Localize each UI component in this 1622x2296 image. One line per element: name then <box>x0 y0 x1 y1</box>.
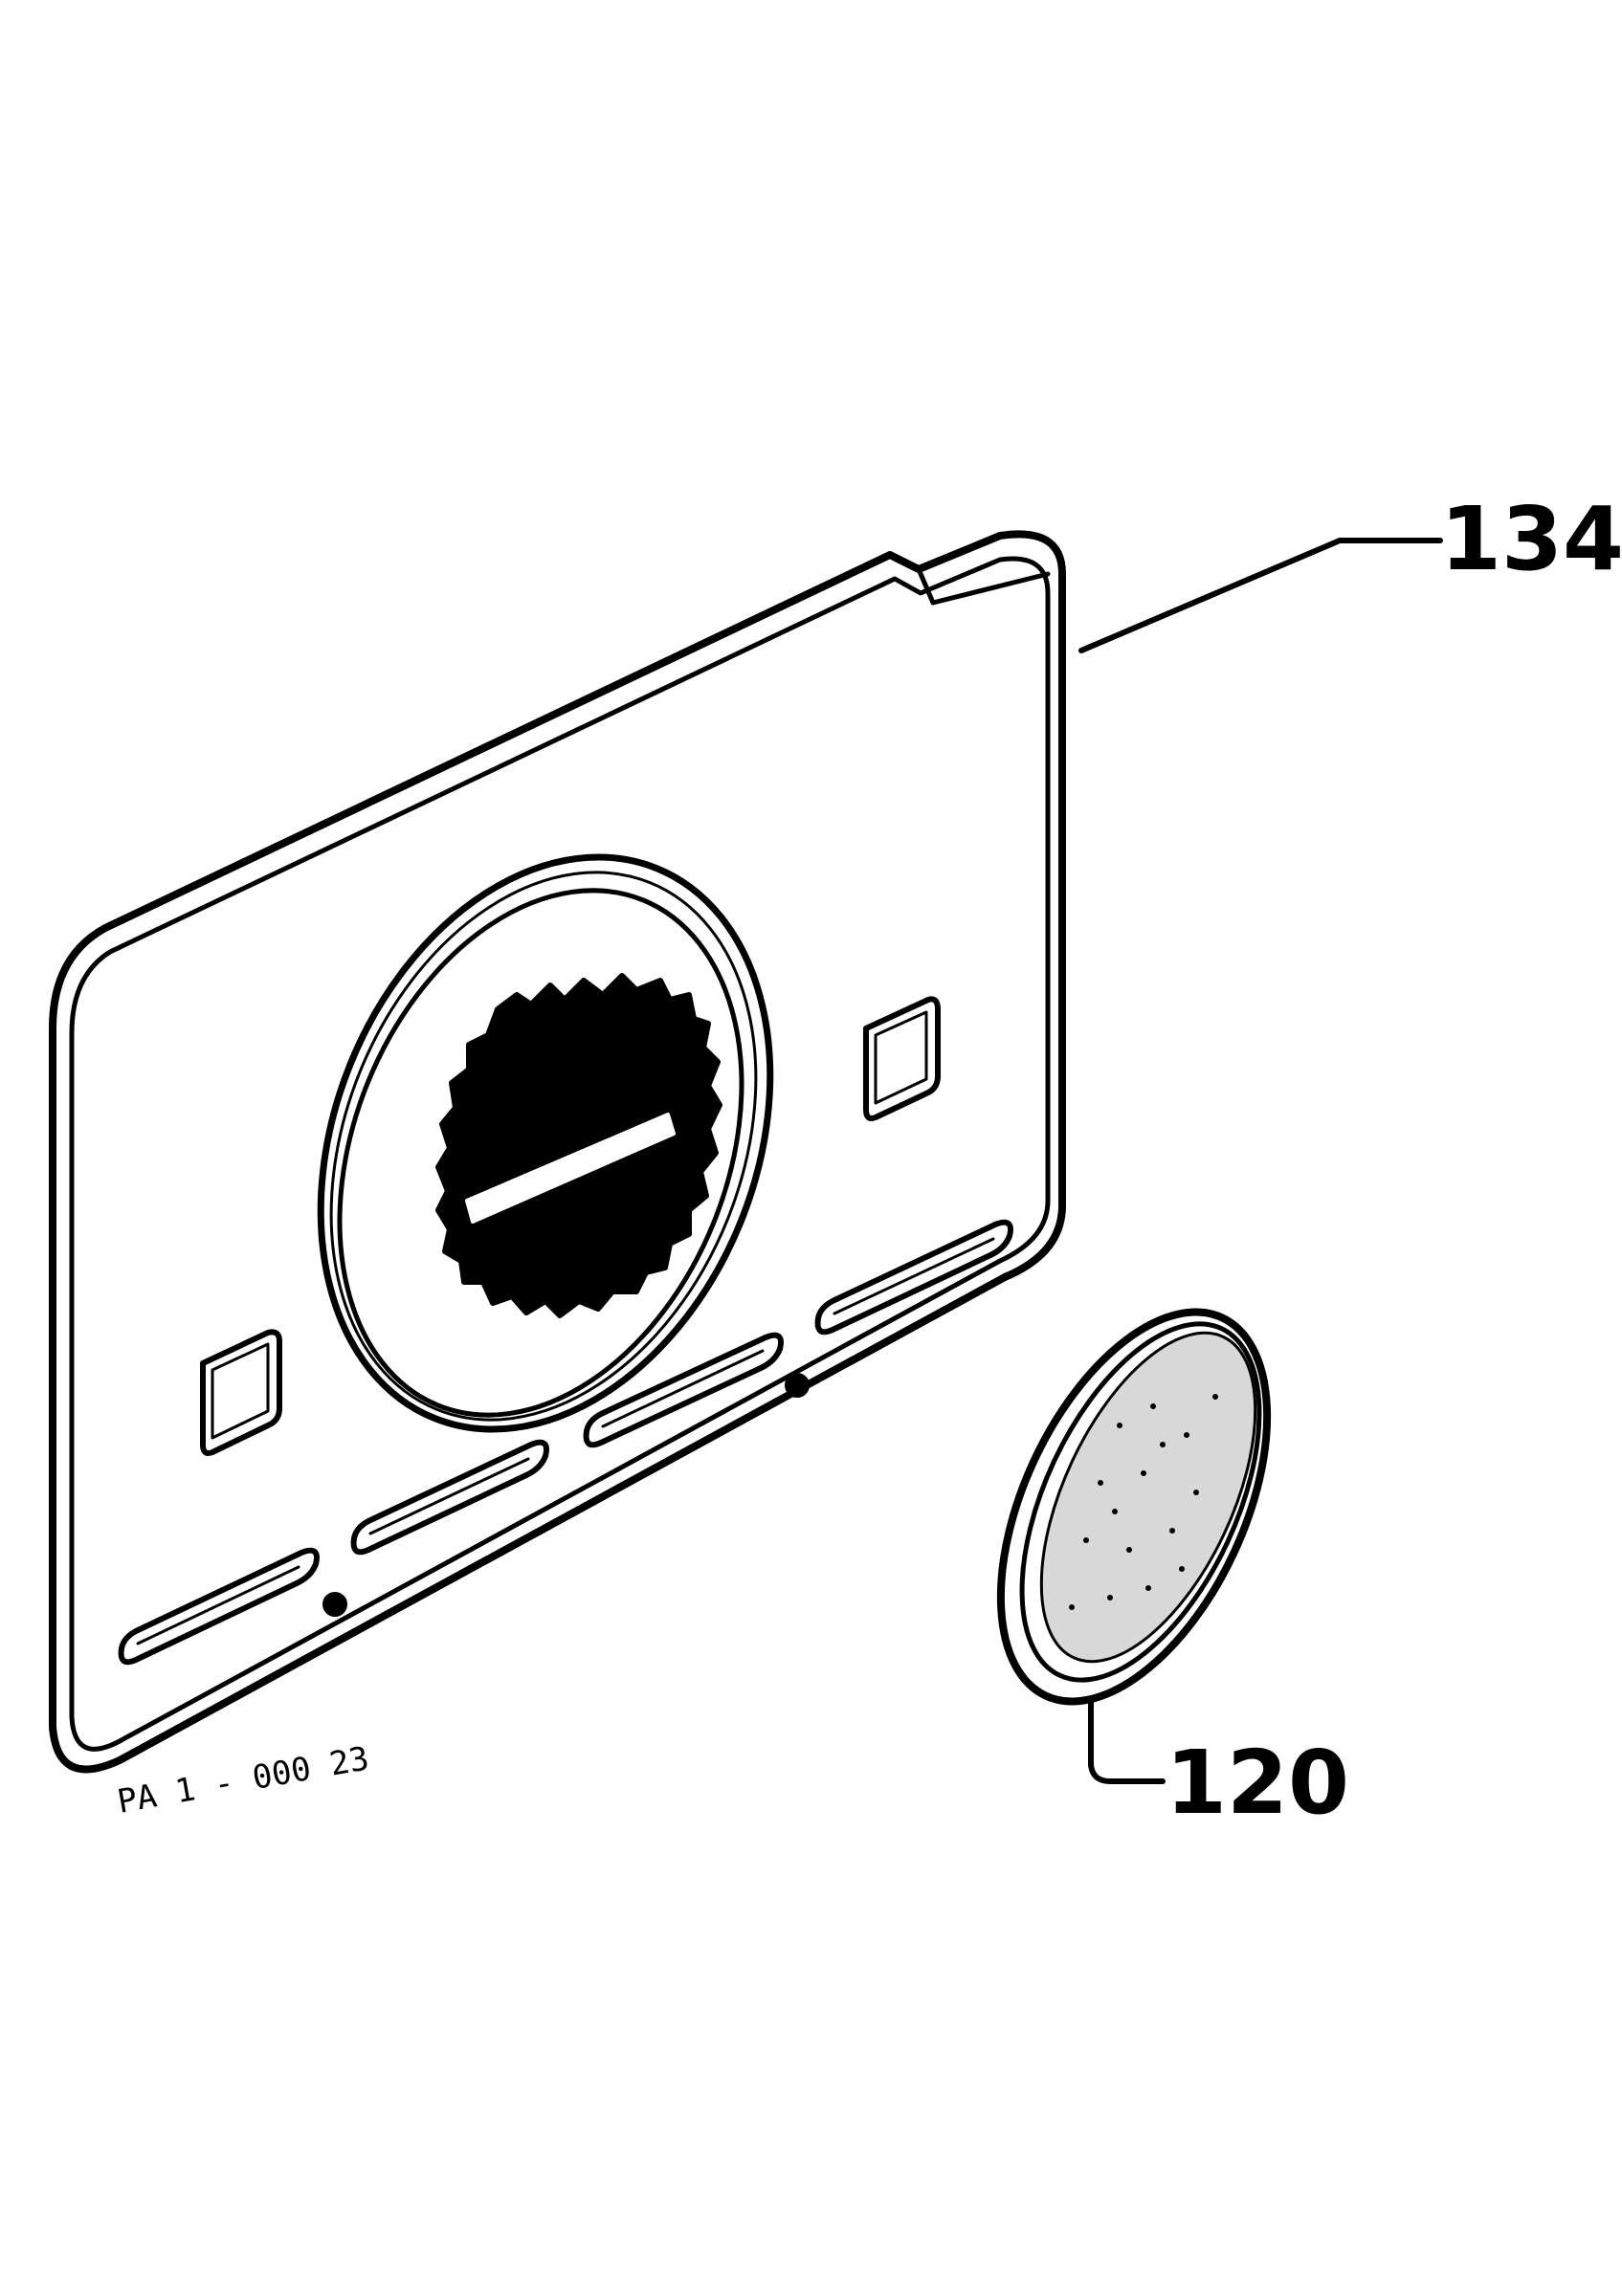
disc-speckle <box>1098 1480 1103 1486</box>
plate-slot-4 <box>118 1547 320 1666</box>
disc-speckle <box>1141 1470 1146 1476</box>
plate-slot-bridge-2 <box>322 1592 347 1617</box>
plate-tab-notch <box>916 566 1051 606</box>
leader-line-134 <box>1078 538 1443 653</box>
plate-inner-ring <box>337 888 744 1418</box>
plate-slot-bridge-1 <box>785 1373 810 1398</box>
disc-speckle <box>1112 1509 1118 1514</box>
plate-inner-outline <box>69 556 1051 1752</box>
disc-speckle <box>1160 1442 1166 1447</box>
plate-square-window-left-inner <box>211 1342 270 1440</box>
disc-speckle <box>1169 1528 1175 1534</box>
disc-speckle <box>1179 1566 1185 1572</box>
disc-speckle <box>1145 1585 1151 1591</box>
plate-slot-1 <box>814 1219 1013 1336</box>
plate-slot-3-inner <box>368 1457 530 1535</box>
disc-120 <box>996 1308 1272 1706</box>
disc-speckle <box>1150 1403 1156 1409</box>
disc-speckle <box>1107 1595 1113 1601</box>
disc-speckle <box>1126 1547 1132 1553</box>
disc-mesh-edge <box>1039 1331 1257 1664</box>
plate-slot-2 <box>583 1332 784 1448</box>
plate-square-window-right <box>863 996 941 1121</box>
plate-marking: PA 1 - 000 23 <box>115 1739 372 1821</box>
disc-speckle <box>1193 1490 1199 1495</box>
disc-outer-rim <box>996 1308 1272 1706</box>
disc-speckle <box>1069 1604 1075 1610</box>
disc-inner-rim <box>1019 1321 1262 1683</box>
plate-ring-groove <box>329 871 758 1422</box>
plate-slot-3 <box>350 1439 549 1556</box>
disc-speckle <box>1083 1537 1089 1543</box>
leader-line-120 <box>1088 1695 1166 1784</box>
ref-label-134: 134 <box>1440 488 1622 590</box>
plate-slot-4-inner <box>136 1565 300 1645</box>
plate-slot-1-inner <box>833 1237 995 1315</box>
plate-outer-outline <box>49 530 1066 1774</box>
disc-mesh <box>1041 1333 1255 1662</box>
disc-speckle <box>1212 1394 1218 1400</box>
disc-mesh-speckle <box>1069 1394 1218 1610</box>
disc-speckle <box>1117 1423 1122 1428</box>
plate-slots <box>118 1219 1013 1666</box>
plate-outer-ring <box>317 853 774 1433</box>
leader-lines <box>1078 538 1443 1784</box>
ref-label-120: 120 <box>1166 1732 1349 1834</box>
plate-134 <box>49 530 1066 1774</box>
plate-dark-center <box>435 973 722 1318</box>
plate-square-window-right-inner <box>874 1010 928 1105</box>
plate-square-window-left <box>200 1329 282 1456</box>
plate-center-slot <box>465 1113 676 1224</box>
disc-speckle <box>1184 1432 1189 1438</box>
plate-slot-2-inner <box>601 1349 765 1428</box>
